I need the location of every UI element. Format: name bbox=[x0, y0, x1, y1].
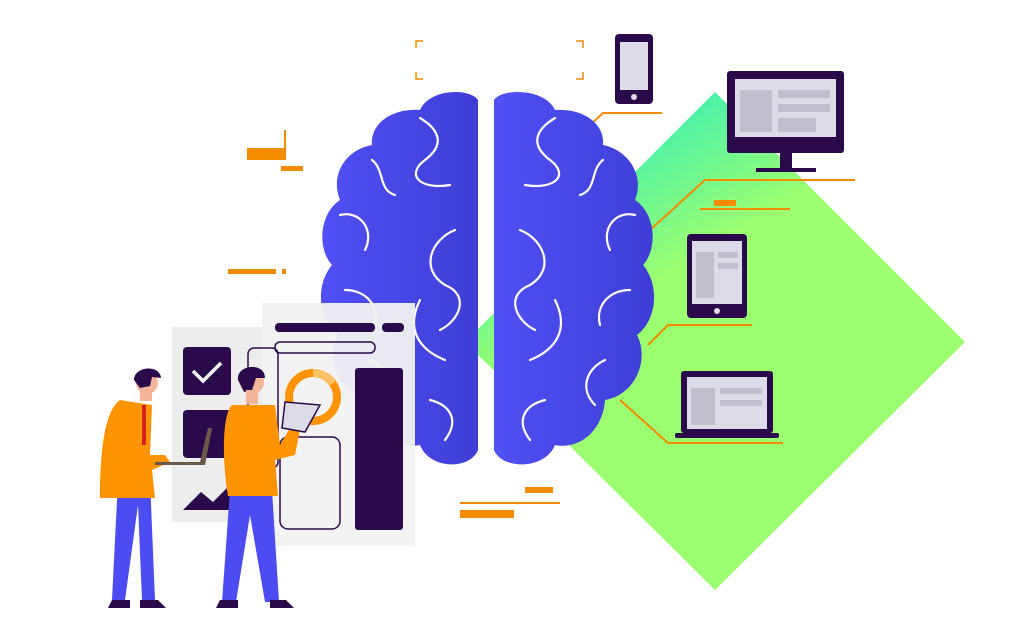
chart-icon bbox=[183, 484, 231, 510]
gradient-diamond bbox=[465, 92, 965, 590]
focus-brackets bbox=[415, 40, 584, 80]
brain-folds bbox=[338, 116, 637, 442]
connector-lines bbox=[589, 112, 855, 444]
brain-icon bbox=[320, 91, 655, 465]
checkmark-icon bbox=[191, 361, 223, 384]
person-with-laptop bbox=[100, 368, 212, 608]
tablet-icon bbox=[687, 234, 747, 318]
person-with-clipboard bbox=[216, 366, 322, 608]
checkbox-icon bbox=[183, 347, 231, 395]
monitor-icon bbox=[727, 71, 844, 172]
orange-dashes bbox=[228, 130, 790, 518]
laptop-icon bbox=[675, 371, 779, 438]
smartphone-icon bbox=[615, 34, 653, 104]
